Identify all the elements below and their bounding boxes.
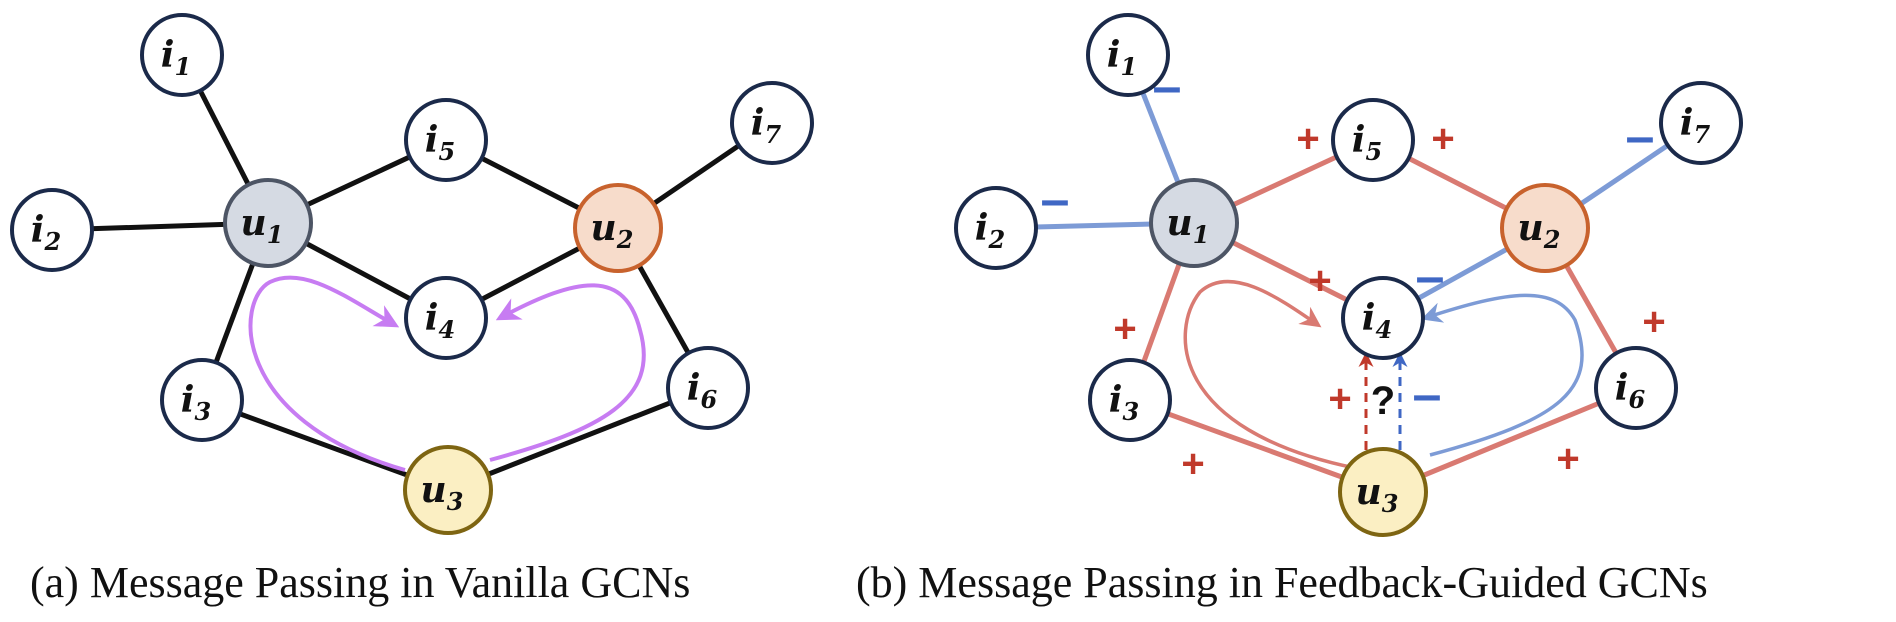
panel-b-sign-u1-i2: – (1041, 171, 1070, 229)
caption-panel-a: (a) Message Passing in Vanilla GCNs (30, 558, 690, 607)
panel-b-sign-u2-i4: – (1416, 248, 1445, 306)
panel-a-node-label-i6: i6 (687, 367, 718, 414)
panel-b-node-label-i3: i3 (1109, 379, 1139, 426)
panel-a-node-i3: i3 (160, 358, 244, 442)
panel-b-node-i5: i5 (1331, 98, 1415, 182)
panel-b-edge-u3-i6 (1382, 385, 1637, 495)
flow-u3-to-i4-via-u1-positive (1183, 279, 1356, 470)
panel-b-node-circle-i2 (954, 186, 1038, 270)
panel-b-node-i7: i7 (1659, 81, 1743, 165)
panel-b-sign-u1-i4: + (1308, 259, 1331, 303)
panel-a-node-i2: i2 (10, 188, 94, 272)
panel-a-node-i5: i5 (404, 98, 488, 182)
panel-b-sign-u2-i5: + (1431, 117, 1454, 161)
panel-a-node-circle-i3 (160, 358, 244, 442)
panel-b-node-i6: i6 (1594, 346, 1678, 430)
panel-a-node-u3: u3 (403, 445, 493, 535)
panel-b-sign-u3-i6: + (1556, 437, 1579, 481)
panel-b-sign-u2-i6: + (1642, 300, 1665, 344)
panel-a-node-label-i4: i4 (425, 297, 455, 344)
panel-b-node-circle-i1 (1086, 13, 1170, 97)
panel-a-message-flows (248, 275, 646, 472)
panel-b-message-flows (1183, 279, 1584, 470)
panel-b-node-circle-u1 (1149, 178, 1239, 268)
flow-u3-to-i4-via-u2-negative (1421, 293, 1584, 457)
unknown-feedback-mark: ? (1371, 379, 1395, 423)
panel-a-node-circle-u2 (573, 183, 663, 273)
dashed-sign-positive: + (1328, 377, 1351, 421)
panel-b-node-label-i7: i7 (1680, 102, 1711, 149)
panel-b-node-i3: i3 (1088, 358, 1172, 442)
panel-b-node-circle-u2 (1500, 183, 1590, 273)
caption-panel-b: (b) Message Passing in Feedback-Guided G… (856, 558, 1708, 607)
panel-a-edge-u3-i6 (447, 385, 709, 493)
panel-a-node-i7: i7 (730, 81, 814, 165)
panel-a-node-label-u3: u3 (421, 469, 464, 516)
panel-b-node-circle-u3 (1338, 447, 1428, 537)
panel-b-node-circle-i6 (1594, 346, 1678, 430)
panel-b-node-label-i6: i6 (1615, 367, 1646, 414)
panel-b-sign-u3-i3: + (1181, 442, 1204, 486)
panel-b-node-label-u3: u3 (1356, 471, 1399, 518)
panel-b-node-u2: u2 (1500, 183, 1590, 273)
panel-b-node-label-u1: u1 (1167, 202, 1210, 249)
panel-b-node-circle-i3 (1088, 358, 1172, 442)
panel-a-node-u1: u1 (223, 178, 313, 268)
panel-b-node-label-i5: i5 (1352, 119, 1382, 166)
panel-a-node-circle-u3 (403, 445, 493, 535)
panel-b-edge-signs: ––++++––++++– (1041, 58, 1666, 486)
panel-a-node-label-i2: i2 (31, 209, 61, 256)
flow-u3-to-i4-via-u1 (248, 275, 406, 472)
panel-a-node-label-i3: i3 (181, 379, 211, 426)
panel-a-node-circle-i6 (666, 346, 750, 430)
panel-b-nodes: i1 i2 i3 i4 i5 i6 i7 u1 u2 u3 (954, 13, 1743, 537)
panel-b-sign-u2-i7: – (1626, 108, 1655, 166)
panel-a-node-label-u1: u1 (241, 202, 284, 249)
panel-b-sign-u1-i5: + (1296, 117, 1319, 161)
panel-a-node-circle-i1 (140, 13, 224, 97)
panel-b-node-i4: i4 (1341, 276, 1425, 360)
panel-b-node-label-i2: i2 (975, 207, 1005, 254)
panel-b-node-u1: u1 (1149, 178, 1239, 268)
panel-a-node-circle-i2 (10, 188, 94, 272)
panel-b-node-label-i1: i1 (1107, 34, 1137, 81)
flow-u3-to-i4-via-u2 (489, 283, 646, 462)
panel-b-node-u3: u3 (1338, 447, 1428, 537)
panel-b-node-circle-i4 (1341, 276, 1425, 360)
panel-a-node-u2: u2 (573, 183, 663, 273)
panel-b-node-i2: i2 (954, 186, 1038, 270)
panel-b-node-circle-i5 (1331, 98, 1415, 182)
panel-a-node-circle-i4 (404, 276, 488, 360)
panel-b-node-circle-i7 (1659, 81, 1743, 165)
panel-a-node-label-i1: i1 (161, 34, 191, 81)
panel-a-node-circle-i7 (730, 81, 814, 165)
panel-a-node-label-i7: i7 (751, 102, 782, 149)
dashed-sign-negative: – (1413, 366, 1442, 424)
panel-a-node-i4: i4 (404, 276, 488, 360)
panel-a-node-label-u2: u2 (591, 207, 634, 254)
panel-b-node-i1: i1 (1086, 13, 1170, 97)
panel-a-node-i6: i6 (666, 346, 750, 430)
panel-a-node-label-i5: i5 (425, 119, 455, 166)
panel-a-node-circle-i5 (404, 98, 488, 182)
panel-vanilla-gcn: i1 i2 i3 i4 i5 i6 i7 u1 u2 u3 (a) Message Passing… (10, 13, 814, 607)
panel-b-node-label-i4: i4 (1362, 297, 1392, 344)
panel-a-node-i1: i1 (140, 13, 224, 97)
panel-a-nodes: i1 i2 i3 i4 i5 i6 i7 u1 u2 u3 (10, 13, 814, 535)
panel-b-sign-u1-i3: + (1113, 307, 1136, 351)
panel-b-node-label-u2: u2 (1518, 207, 1561, 254)
panel-a-node-circle-u1 (223, 178, 313, 268)
